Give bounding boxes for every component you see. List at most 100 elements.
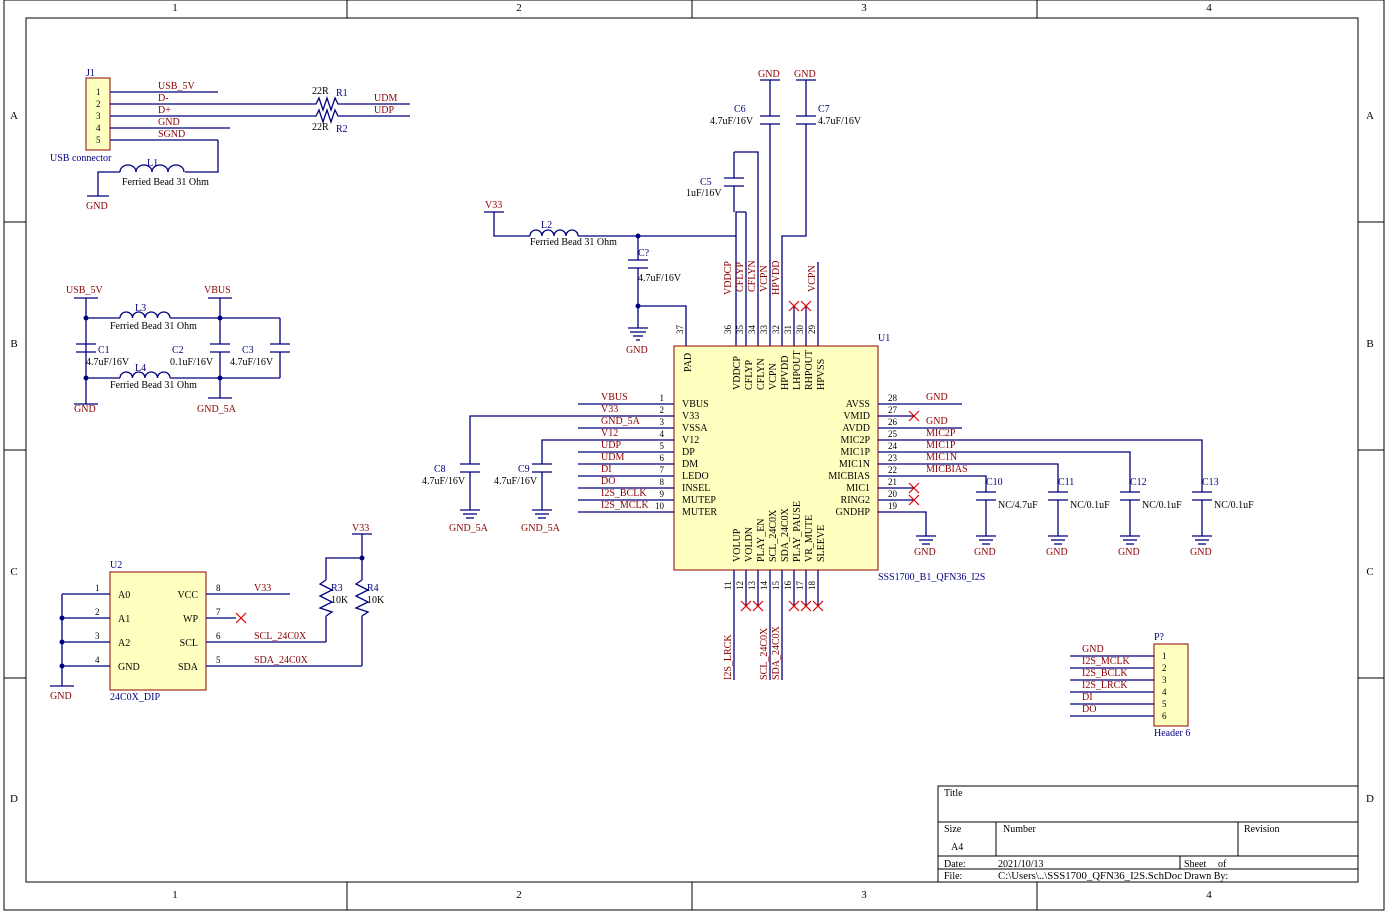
j1-pin-1: 1 [96, 87, 101, 97]
c9-designator: C9 [518, 464, 530, 475]
u1-pin-name-33: VCPN [768, 363, 779, 390]
cq-value: 4.7uF/16V [638, 273, 682, 284]
u2-pin-num-4: 4 [95, 655, 100, 665]
u1-pin-name-9: MUTEP [682, 495, 716, 506]
l1-designator: L1 [147, 158, 158, 169]
c10-value: NC/4.7uF [998, 500, 1038, 511]
vbus-filter-wires [74, 297, 281, 405]
row-label-left-a: A [10, 110, 18, 122]
p1-designator: P? [1154, 632, 1165, 643]
u1-pad-pin: 37 [675, 325, 685, 335]
u2-designator: U2 [110, 560, 122, 571]
junction-dot [83, 315, 89, 321]
col-label-bottom-3: 3 [861, 889, 867, 901]
c11-value: NC/0.1uF [1070, 500, 1110, 511]
p1-net-i2s-mclk: I2S_MCLK [1082, 656, 1131, 667]
u1-pin-name-15: SDA_24C0X [780, 507, 791, 562]
j1-pin-5: 5 [96, 135, 101, 145]
gnd-label-c11: GND [1046, 547, 1068, 558]
u1-pin-num-21: 21 [888, 477, 897, 487]
p1-net-do: DO [1082, 704, 1096, 715]
u1-net-label-10: I2S_MCLK [601, 500, 650, 511]
p1-pin-2: 2 [1162, 663, 1167, 673]
u1-pin-name-2: V33 [682, 411, 699, 422]
v33-power-label-l2: V33 [485, 200, 502, 211]
gnd-symbol-c9 [532, 509, 552, 519]
p1-net-i2s-bclk: I2S_BCLK [1082, 668, 1128, 679]
u1-pin-name-12: VOLDN [744, 527, 755, 562]
u1-pin-num-17: 17 [795, 581, 805, 591]
net-label-vddcp: VDDCP [723, 261, 734, 295]
u1-pin-name-34: CFLYN [756, 358, 767, 390]
u2-body [109, 571, 207, 691]
gnd-label-j1: GND [86, 201, 108, 212]
c2-value: 0.1uF/16V [170, 357, 214, 368]
c11-designator: C11 [1058, 477, 1074, 488]
u1-pin-num-24: 24 [888, 441, 898, 451]
j1-net-usb5v: USB_5V [158, 81, 195, 92]
u1-pin-name-4: V12 [682, 435, 699, 446]
j1-designator: J1 [86, 68, 95, 79]
row-label-left-c: C [10, 566, 17, 578]
sheet-label: Sheet [1184, 859, 1206, 870]
net-label-i2s-lrck-bottom: I2S_LRCK [723, 634, 734, 680]
gnd5a-label-c2: GND_5A [197, 404, 237, 415]
u1-pin-name-13: PLAY_EN [756, 518, 767, 562]
r1-designator: R1 [336, 88, 348, 99]
u1-pin-name-10: MUTER [682, 507, 717, 518]
junction-dot [59, 639, 65, 645]
u1-pin-name-3: VSSA [682, 423, 708, 434]
u1-pad-name: PAD [683, 353, 694, 372]
col-label-bottom-2: 2 [516, 889, 522, 901]
gnd-symbol-c8 [460, 509, 480, 519]
u2-pin-num-5: 5 [216, 655, 221, 665]
u2-pin-num-3: 3 [95, 631, 100, 641]
u1-pin-num-32: 32 [771, 325, 781, 334]
u1-pin-num-28: 28 [888, 393, 898, 403]
row-label-right-c: C [1366, 566, 1373, 578]
net-label-sda-bottom: SDA_24C0X [771, 625, 782, 680]
u1-net-label-28: GND [926, 392, 948, 403]
usb5v-power-label: USB_5V [66, 285, 103, 296]
net-label-udm: UDM [374, 93, 397, 104]
u2-pin-name-sda: SDA [178, 662, 199, 673]
gnd-label-c7: GND [794, 69, 816, 80]
r4-designator: R4 [367, 583, 379, 594]
u2-pin-name-gnd: GND [118, 662, 140, 673]
u1-right-wires [878, 403, 1203, 536]
u1-pin-num-19: 19 [888, 501, 898, 511]
u1-net-label-24: MIC1P [926, 440, 956, 451]
j1-net-dminus: D- [158, 93, 169, 104]
gnd5a-label-c8: GND_5A [449, 523, 489, 534]
c7-capacitor [796, 115, 816, 125]
r3-value: 10K [331, 595, 349, 606]
u1-pin-name-28: AVSS [846, 399, 870, 410]
c6-value: 4.7uF/16V [710, 116, 754, 127]
u1-pin-name-20: RING2 [841, 495, 870, 506]
u2-pin-num-6: 6 [216, 631, 221, 641]
row-label-left-d: D [10, 793, 18, 805]
charge-pump-wires [733, 79, 819, 346]
p1-pin-4: 4 [1162, 687, 1167, 697]
u1-pin-name-35: CFLYP [744, 359, 755, 390]
u1-pin-num-6: 6 [660, 453, 665, 463]
junction-dot [59, 663, 65, 669]
u1-pin-name-18: SLEEVE [816, 525, 827, 562]
c8-designator: C8 [434, 464, 446, 475]
junction-dot [83, 375, 89, 381]
u1-net-label-5: UDP [601, 440, 621, 451]
c6-capacitor [760, 115, 780, 125]
p1-net-di: DI [1082, 692, 1093, 703]
u1-pin-num-4: 4 [660, 429, 665, 439]
net-label-cflyp: CFLYP [735, 261, 746, 292]
u1-pin-name-22: MICBIAS [828, 471, 870, 482]
u1-net-label-7: DI [601, 464, 612, 475]
p1-pin-6: 6 [1162, 711, 1167, 721]
l1-value: Ferried Bead 31 Ohm [122, 177, 209, 188]
size-value: A4 [951, 842, 963, 853]
net-label-scl-bottom: SCL_24C0X [759, 627, 770, 680]
p1-pin-3: 3 [1162, 675, 1167, 685]
u1-pin-num-27: 27 [888, 405, 898, 415]
net-label-udp: UDP [374, 105, 394, 116]
